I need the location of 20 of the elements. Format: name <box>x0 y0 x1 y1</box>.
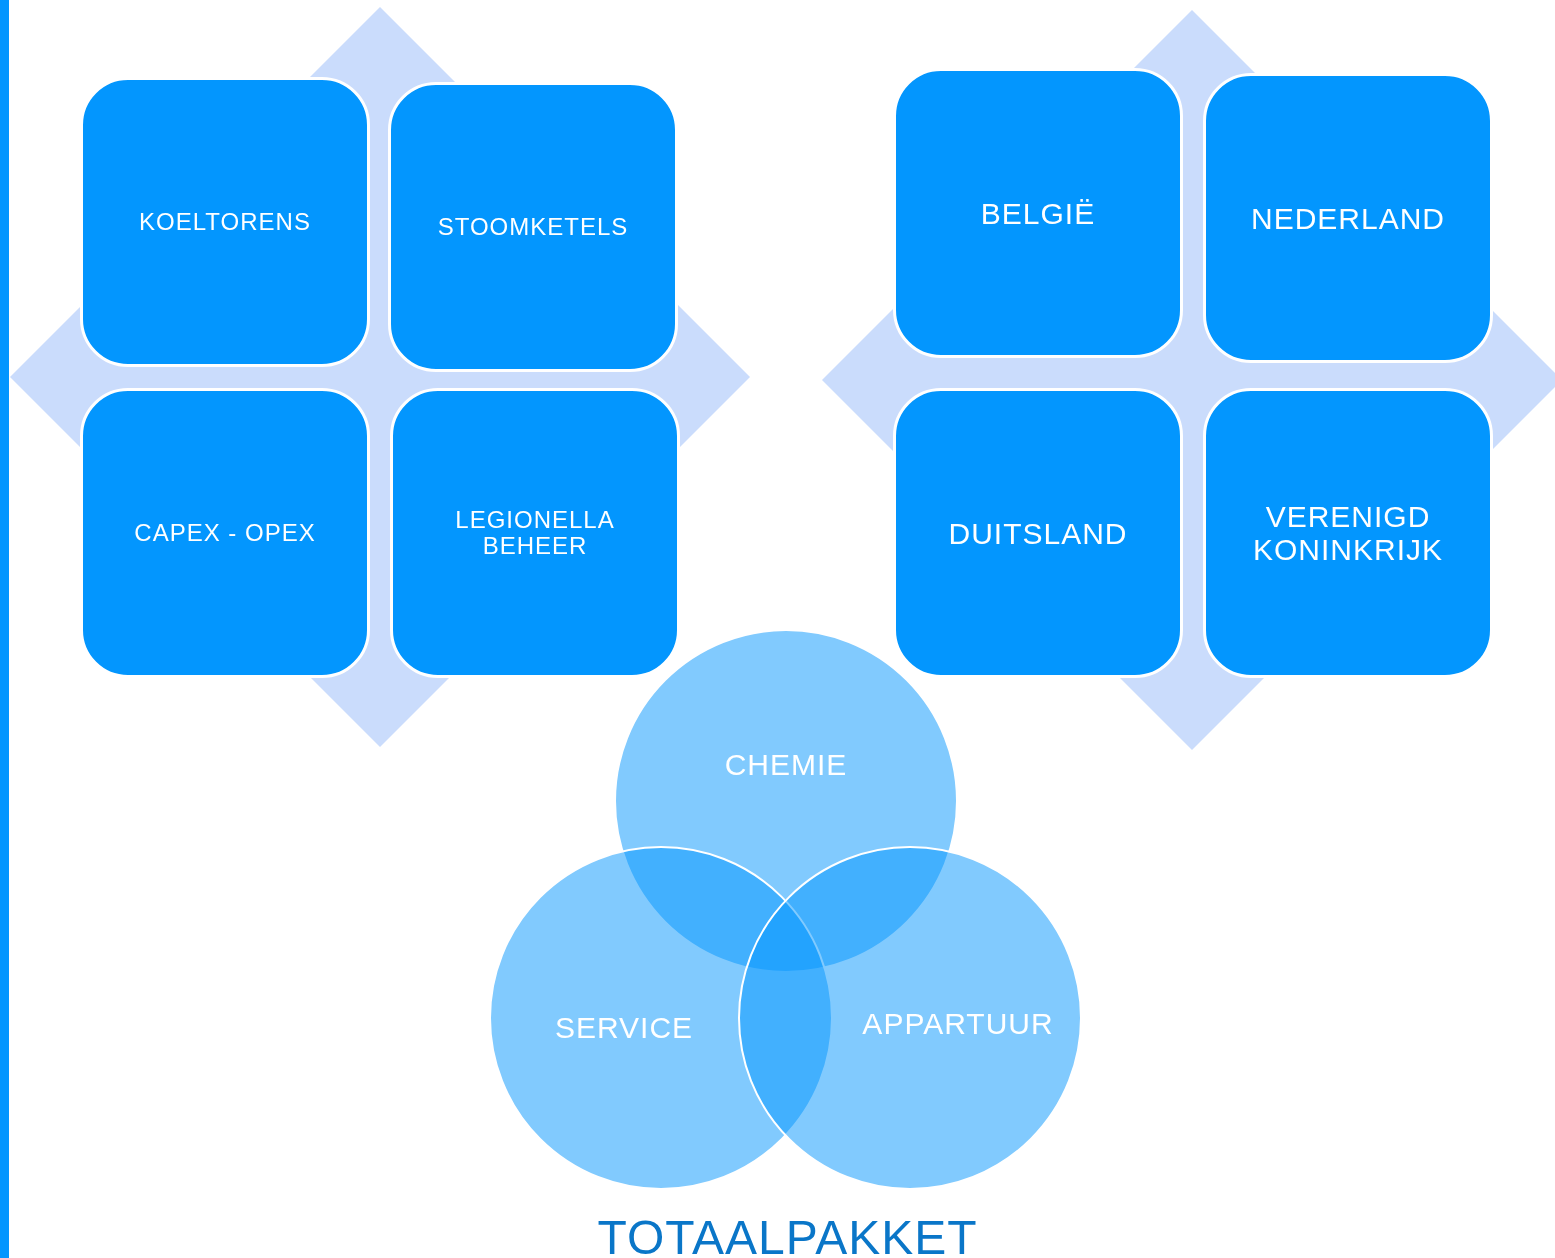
caption: TOTAALPAKKET <box>596 1210 979 1258</box>
circle-label: APPARTUUR <box>862 1007 1054 1041</box>
category-box <box>80 388 370 678</box>
box-label: LEGIONELLA BEHEER <box>454 506 616 560</box>
box-label: VERENIGD KONINKRIJK <box>1252 500 1444 566</box>
category-box <box>1203 388 1493 678</box>
circle-label: SERVICE <box>554 1011 694 1045</box>
box-label: BELGIË <box>980 196 1096 230</box>
category-box <box>893 68 1183 358</box>
box-label: NEDERLAND <box>1250 201 1445 235</box>
circle-label: CHEMIE <box>724 748 848 782</box>
box-label: CAPEX - OPEX <box>134 519 316 547</box>
category-box <box>80 77 370 367</box>
category-box <box>390 388 680 678</box>
category-box <box>893 388 1183 678</box>
box-label: DUITSLAND <box>948 516 1128 550</box>
category-box <box>388 82 678 372</box>
category-box <box>1203 73 1493 363</box>
box-label: STOOMKETELS <box>437 213 629 241</box>
box-label: KOELTORENS <box>139 208 311 236</box>
